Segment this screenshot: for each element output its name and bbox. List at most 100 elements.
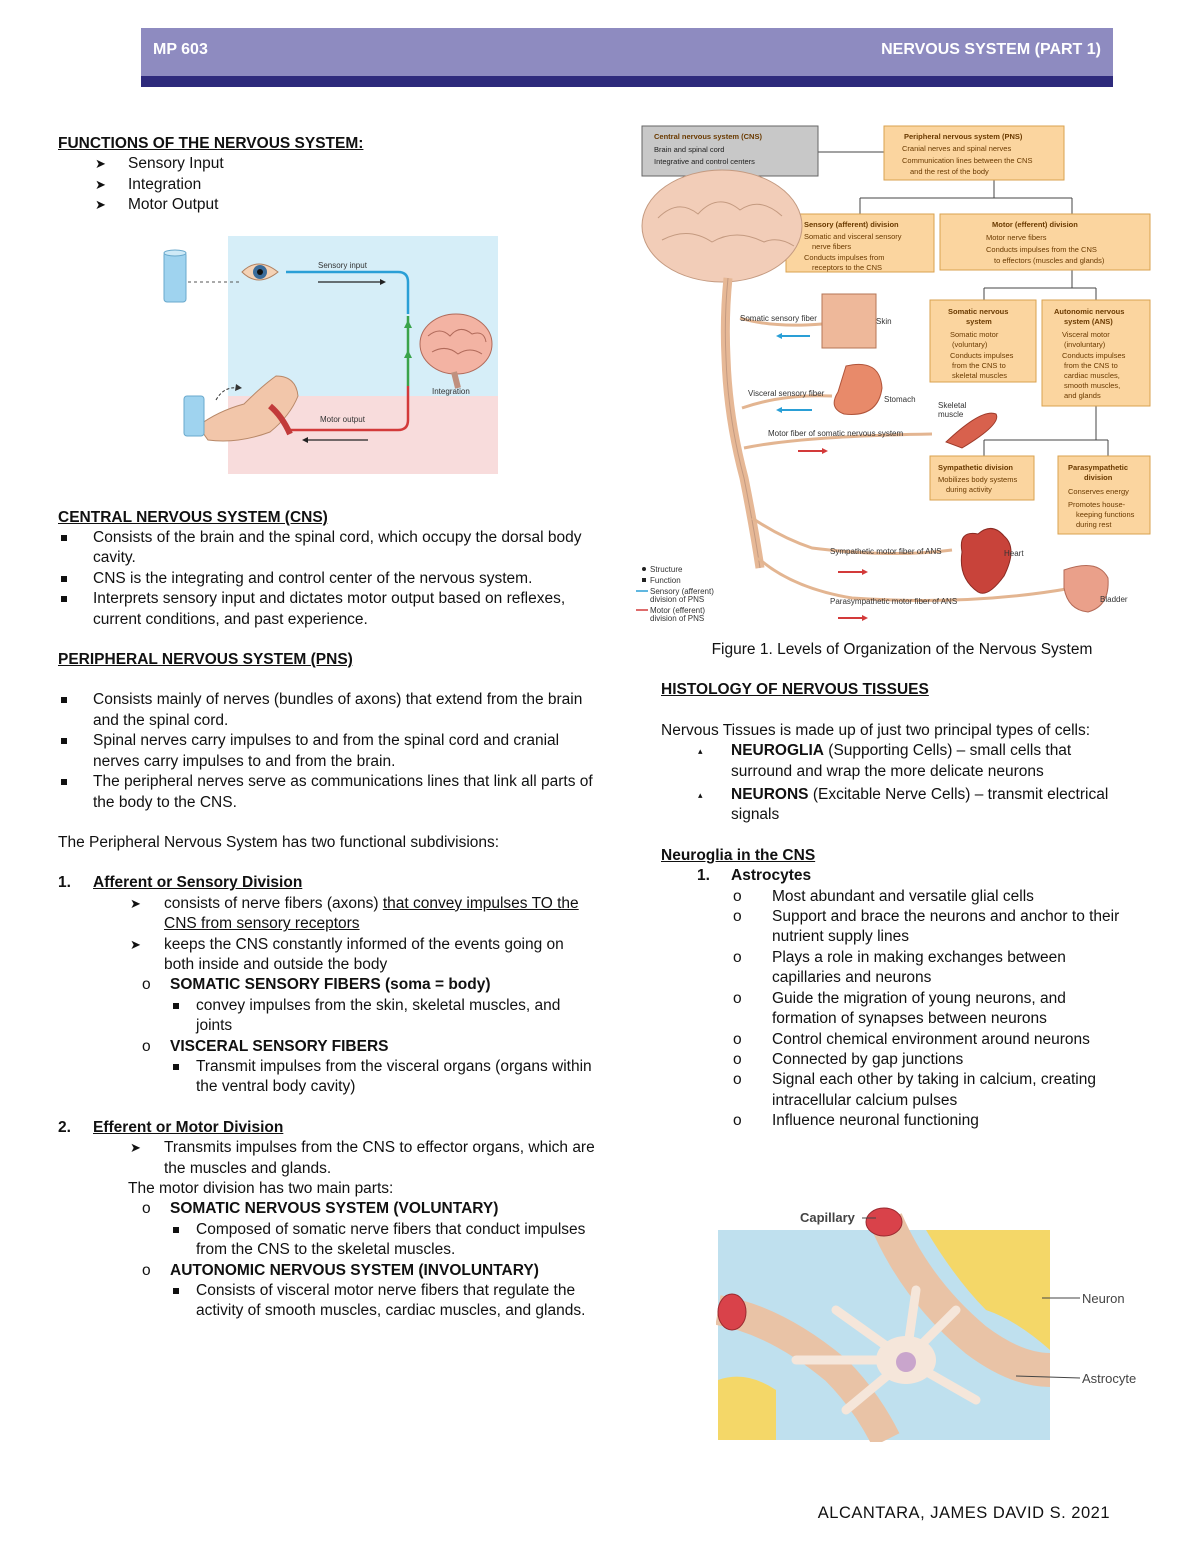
muscle-label: muscle [938, 410, 964, 419]
left-column: FUNCTIONS OF THE NERVOUS SYSTEM: Sensory… [58, 134, 598, 1322]
somatic-fiber-label: Somatic sensory fiber [740, 314, 817, 323]
cns-heading: CENTRAL NERVOUS SYSTEM (CNS) [58, 508, 328, 526]
pns-box-line: Communication lines between the CNS [902, 156, 1032, 165]
visceral-fiber-label: Visceral sensory fiber [748, 389, 825, 398]
list-item: Interprets sensory input and dictates mo… [58, 589, 598, 630]
somatic-box-title: Somatic nervous [948, 307, 1008, 316]
figure1-caption: Figure 1. Levels of Organization of the … [711, 641, 1093, 658]
levels-figure: Central nervous system (CNS) Brain and s… [636, 125, 1151, 623]
autonomic-ns-heading: AUTONOMIC NERVOUS SYSTEM (INVOLUNTARY) [58, 1261, 598, 1282]
histology-intro: Nervous Tissues is made up of just two p… [661, 721, 1091, 739]
brain-icon [419, 313, 493, 389]
list-item: Consists of visceral motor nerve fibers … [58, 1281, 598, 1322]
cns-box-line: Brain and spinal cord [654, 145, 724, 154]
header-underline [141, 76, 1113, 87]
list-item: Guide the migration of young neurons, an… [661, 989, 1131, 1030]
sensory-input-label: Sensory input [318, 261, 368, 270]
hierarchy-connectors [818, 151, 1109, 456]
list-item: Integration [58, 175, 598, 196]
somatic-box-line: (voluntary) [952, 340, 988, 349]
ans-box-line: smooth muscles, [1064, 381, 1120, 390]
list-item: Transmit impulses from the visceral orga… [58, 1057, 598, 1098]
list-item: Connected by gap junctions [661, 1050, 1131, 1071]
skeletal-muscle-icon [945, 412, 998, 449]
ans-box [1041, 299, 1151, 407]
list-item: Plays a role in making exchanges between… [661, 948, 1131, 989]
sympathetic-fiber-label: Sympathetic motor fiber of ANS [830, 547, 942, 556]
sympathetic-box [929, 455, 1035, 501]
efferent-heading: 2. Efferent or Motor Division [58, 1118, 284, 1136]
parasympathetic-box [1057, 455, 1151, 535]
brain-spinal-cord-icon [641, 169, 803, 569]
stomach-label: Stomach [884, 395, 916, 404]
stomach-icon [833, 363, 883, 415]
list-item: Transmits impulses from the CNS to effec… [58, 1138, 598, 1179]
histology-heading: HISTOLOGY OF NERVOUS TISSUES [661, 681, 929, 699]
somatic-sensory-heading: SOMATIC SENSORY FIBERS (soma = body) [58, 975, 598, 996]
list-item: The peripheral nerves serve as communica… [58, 772, 598, 813]
astrocytes-heading: 1.Astrocytes [697, 867, 812, 885]
motor-box-line: Motor nerve fibers [986, 233, 1047, 242]
astrocytes-list: Most abundant and versatile glial cells … [661, 887, 1131, 1132]
para-box-title: division [1084, 473, 1113, 482]
efferent-list: Transmits impulses from the CNS to effec… [58, 1138, 598, 1322]
motor-division-box [939, 213, 1151, 271]
symp-box-title: Sympathetic division [938, 463, 1013, 472]
symp-box-line: during activity [946, 485, 992, 494]
ans-box-line: cardiac muscles, [1064, 371, 1120, 380]
integration-label: Integration [432, 387, 470, 396]
symp-box-line: Mobilizes body systems [938, 475, 1017, 484]
course-code: MP 603 [153, 41, 208, 58]
somatic-ns-box [929, 299, 1037, 383]
sensory-box-line: nerve fibers [812, 242, 851, 251]
somatic-box-line: from the CNS to [952, 361, 1006, 370]
cell-types-list: NEUROGLIA (Supporting Cells) – small cel… [661, 741, 1131, 826]
somatic-ns-heading: SOMATIC NERVOUS SYSTEM (VOLUNTARY) [58, 1199, 598, 1220]
pns-heading: PERIPHERAL NERVOUS SYSTEM (PNS) [58, 651, 353, 669]
sensory-division-box [785, 213, 935, 273]
legend-sensory: Sensory (afferent) [650, 587, 714, 596]
cns-box [641, 125, 819, 177]
list-item: Control chemical environment around neur… [661, 1030, 1131, 1051]
functions-heading: FUNCTIONS OF THE NERVOUS SYSTEM: [58, 135, 364, 152]
motor-box-title: Motor (efferent) division [992, 220, 1078, 229]
list-item: NEUROGLIA (Supporting Cells) – small cel… [661, 741, 1131, 782]
afferent-list: consists of nerve fibers (axons) that co… [58, 894, 598, 1098]
sensory-box-line: receptors to the CNS [812, 263, 882, 272]
legend-function: Function [650, 576, 681, 585]
heart-label: Heart [1004, 549, 1024, 558]
capillary-label: Capillary [800, 1210, 856, 1225]
pns-subdivisions-intro: The Peripheral Nervous System has two fu… [58, 833, 500, 851]
parasympathetic-fiber-label: Parasympathetic motor fiber of ANS [830, 597, 957, 606]
sensory-box-line: Somatic and visceral sensory [804, 232, 902, 241]
somatic-box-line: skeletal muscles [952, 371, 1007, 380]
list-item: Motor Output [58, 195, 598, 216]
page-header: MP 603 NERVOUS SYSTEM (PART 1) [141, 28, 1113, 87]
ans-box-title: system (ANS) [1064, 317, 1113, 326]
list-item: Consists mainly of nerves (bundles of ax… [58, 690, 598, 731]
para-box-line: during rest [1076, 520, 1112, 529]
list-item: Sensory Input [58, 154, 598, 175]
list-item: keeps the CNS constantly informed of the… [58, 935, 598, 976]
ans-box-line: from the CNS to [1064, 361, 1118, 370]
motor-box-line: Conducts impulses from the CNS [986, 245, 1097, 254]
cns-list: Consists of the brain and the spinal cor… [58, 528, 598, 630]
para-box-line: Conserves energy [1068, 487, 1129, 496]
list-item: Influence neuronal functioning [661, 1111, 1131, 1132]
arm-icon [183, 375, 299, 442]
legend-motor: Motor (efferent) [650, 606, 705, 615]
eye-icon [241, 263, 279, 281]
list-item: consists of nerve fibers (axons) that co… [58, 894, 598, 935]
topic-title: NERVOUS SYSTEM (PART 1) [881, 41, 1101, 58]
para-box-line: keeping functions [1076, 510, 1135, 519]
right-column: Figure 1. Levels of Organization of the … [661, 640, 1131, 1132]
cns-box-line: Integrative and control centers [654, 157, 755, 166]
functions-figure: Sensory input Integration Motor output [163, 236, 498, 474]
list-item: convey impulses from the skin, skeletal … [58, 996, 598, 1037]
capillary-icon [716, 1207, 1051, 1442]
pns-box-line: and the rest of the body [910, 167, 989, 176]
astrocyte-cell-icon [791, 1285, 981, 1415]
list-item: NEURONS (Excitable Nerve Cells) – transm… [661, 785, 1131, 826]
somatic-box-title: system [966, 317, 992, 326]
pns-box-title: Peripheral nervous system (PNS) [904, 132, 1023, 141]
